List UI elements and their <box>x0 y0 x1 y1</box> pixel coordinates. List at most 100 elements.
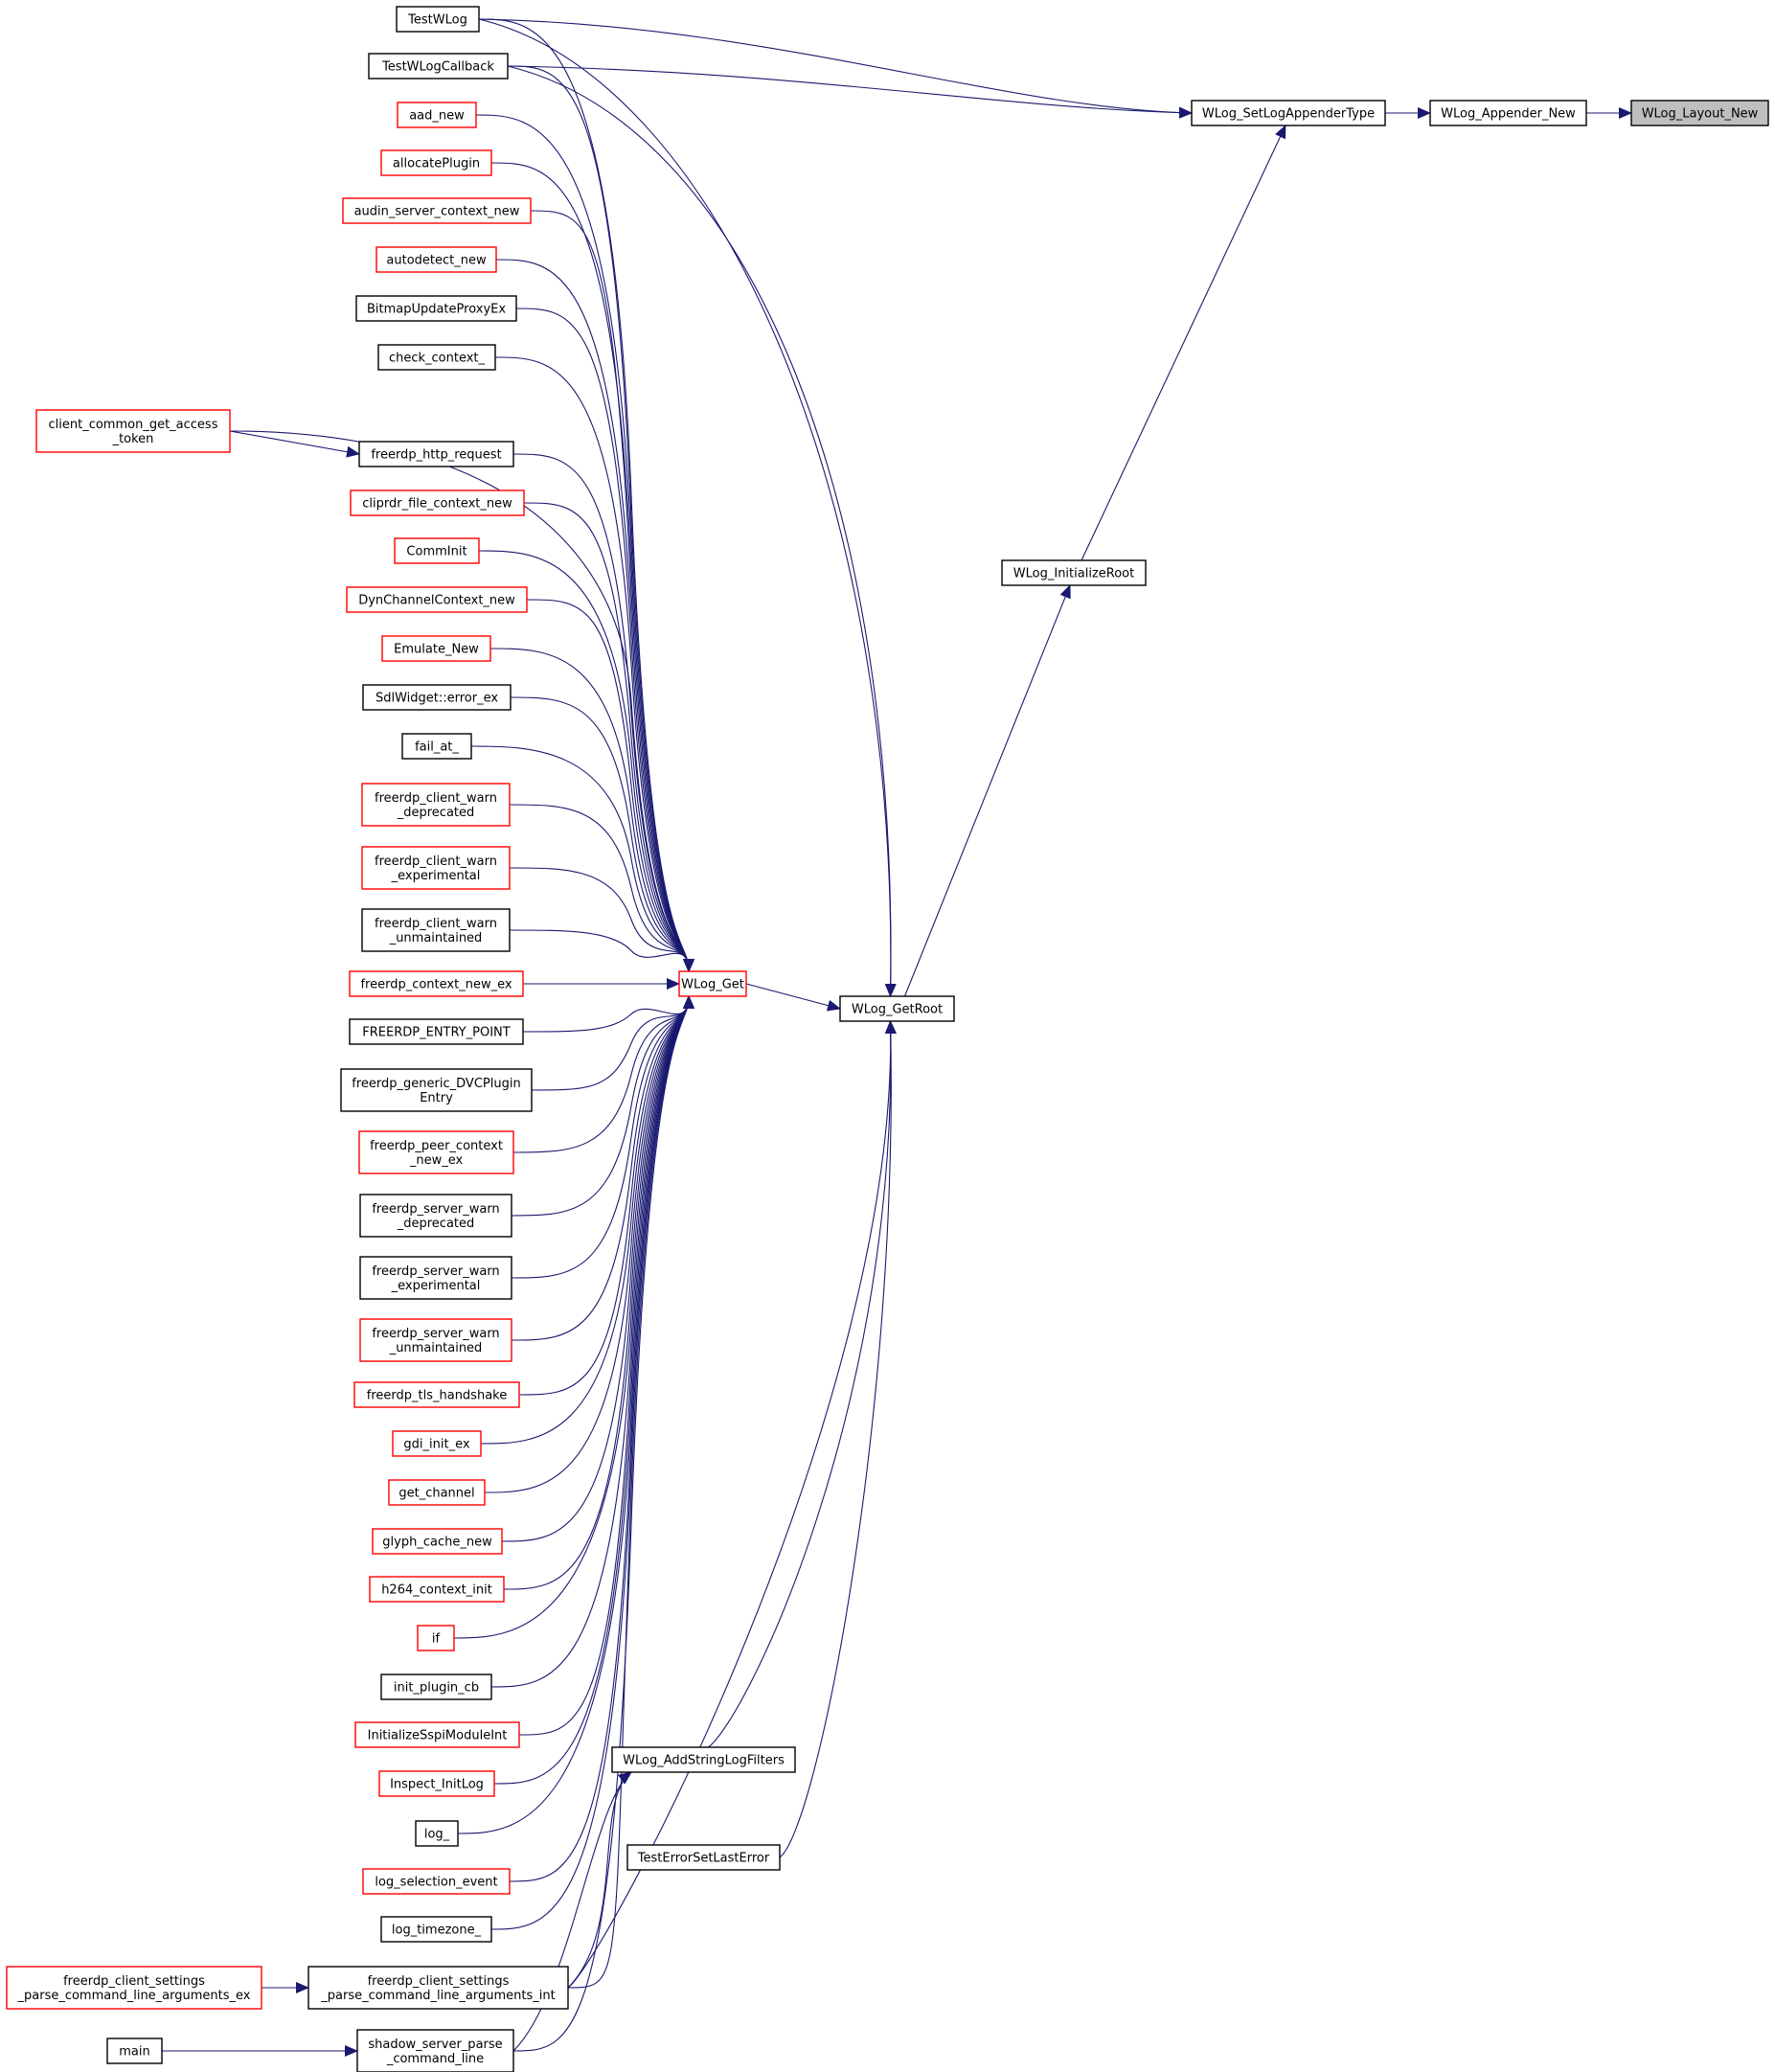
node-box <box>392 1430 482 1457</box>
node-freerdp-entry-point[interactable]: FREERDP_ENTRY_POINT <box>349 1018 524 1045</box>
node-autodetect-new[interactable]: autodetect_new <box>375 246 497 273</box>
node-bitmapupdateproxyex[interactable]: BitmapUpdateProxyEx <box>355 295 517 322</box>
node-box <box>396 6 480 33</box>
node-audin-server-context-new[interactable]: audin_server_context_new <box>342 197 532 224</box>
node-label: freerdp_server_warn <box>372 1264 499 1279</box>
node-freerdp-server-warn-deprecated[interactable]: freerdp_server_warn_deprecated <box>359 1194 512 1238</box>
node-label: freerdp_client_warn <box>375 854 497 869</box>
node-wlog-getroot[interactable]: WLog_GetRoot <box>839 995 955 1022</box>
node-label: allocatePlugin <box>393 157 480 171</box>
node-fcs-parse-ex[interactable]: freerdp_client_settings_parse_command_li… <box>6 1966 262 2010</box>
node-shadow-server-parse-command-line[interactable]: shadow_server_parse_command_line <box>356 2029 514 2072</box>
node-cliprdr-file-context-new[interactable]: cliprdr_file_context_new <box>350 490 525 516</box>
node-initializesspimoduleint[interactable]: InitializeSspiModuleInt <box>354 1721 520 1748</box>
node-label: CommInit <box>406 545 467 559</box>
edge-testwlog-to-wlog-getroot <box>478 18 897 997</box>
node-box <box>1191 100 1386 126</box>
node-label: TestWLogCallback <box>381 60 494 75</box>
node-label: aad_new <box>409 109 465 124</box>
edge-freerdp-client-warn-deprecated-to-wlog-get <box>509 804 694 972</box>
node-comminit[interactable]: CommInit <box>394 537 480 564</box>
node-label: freerdp_tls_handshake <box>367 1389 507 1403</box>
node-wlog-layout-new[interactable]: WLog_Layout_New <box>1630 100 1769 126</box>
edge-client-common-get-access-token-to-freerdp-http-request <box>229 430 360 458</box>
node-glyph-cache-new[interactable]: glyph_cache_new <box>372 1528 503 1555</box>
node-freerdp-server-warn-experimental[interactable]: freerdp_server_warn_experimental <box>359 1256 512 1300</box>
node-testerrorsetlasterror[interactable]: TestErrorSetLastError <box>626 1844 781 1871</box>
node-inspect-initlog[interactable]: Inspect_InitLog <box>378 1770 495 1797</box>
node-label: autodetect_new <box>386 254 487 268</box>
node-label: freerdp_client_warn <box>375 791 497 806</box>
node-freerdp-server-warn-unmaintained[interactable]: freerdp_server_warn_unmaintained <box>359 1318 512 1362</box>
node-label: WLog_Appender_New <box>1441 107 1576 122</box>
node-label: WLog_Layout_New <box>1642 107 1759 122</box>
edge-freerdp-client-warn-unmaintained-to-wlog-get <box>509 929 694 972</box>
node-aad-new[interactable]: aad_new <box>397 102 477 128</box>
node-box <box>361 908 511 952</box>
node-label: SdlWidget::error_ex <box>375 692 498 706</box>
node-gdi-init-ex[interactable]: gdi_init_ex <box>392 1430 482 1457</box>
node-box <box>362 1868 511 1895</box>
node-log-selection-event[interactable]: log_selection_event <box>362 1868 511 1895</box>
edge-freerdp-server-warn-experimental-to-wlog-get <box>511 995 694 1279</box>
node-box <box>369 1576 505 1603</box>
node-h264-context-init[interactable]: h264_context_init <box>369 1576 505 1603</box>
node-fail-at-[interactable]: fail_at_ <box>401 733 472 760</box>
node-wlog-get[interactable]: WLog_Get <box>678 970 747 997</box>
node-label: Inspect_InitLog <box>390 1778 484 1792</box>
node-box <box>307 1966 569 2010</box>
node-freerdp-http-request[interactable]: freerdp_http_request <box>358 441 514 467</box>
node-testwlog[interactable]: TestWLog <box>396 6 480 33</box>
edge-audin-server-context-new-to-wlog-get <box>530 210 694 972</box>
node-label: WLog_InitializeRoot <box>1013 567 1134 581</box>
node-box <box>417 1625 455 1651</box>
edge-testwlogcallback-to-wlog-getroot <box>507 65 897 997</box>
node-init-plugin-cb[interactable]: init_plugin_cb <box>380 1674 492 1700</box>
edge-wlog-get-to-wlog-getroot <box>745 983 841 1012</box>
node-box <box>349 1018 524 1045</box>
node-check-context-[interactable]: check_context_ <box>377 344 496 371</box>
node-box <box>678 970 747 997</box>
node-allocateplugin[interactable]: allocatePlugin <box>380 149 492 176</box>
node-client-common-get-access-token[interactable]: client_common_get_access_token <box>35 409 231 453</box>
node-get-channel[interactable]: get_channel <box>388 1479 486 1506</box>
edges <box>162 18 1632 2057</box>
node-fcs-parse-int[interactable]: freerdp_client_settings_parse_command_li… <box>307 1966 569 2010</box>
node-freerdp-client-warn-unmaintained[interactable]: freerdp_client_warn_unmaintained <box>361 908 511 952</box>
node-label: client_common_get_access <box>49 418 218 432</box>
node-log-timezone-[interactable]: log_timezone_ <box>380 1916 492 1943</box>
node-label: freerdp_context_new_ex <box>360 978 512 992</box>
node-wlog-addstringlogfilters[interactable]: WLog_AddStringLogFilters <box>611 1746 796 1773</box>
node-label: InitializeSspiModuleInt <box>368 1729 508 1743</box>
node-label: glyph_cache_new <box>382 1536 492 1550</box>
node-main[interactable]: main <box>106 2038 163 2064</box>
node-box <box>375 246 497 273</box>
node-label: DynChannelContext_new <box>358 594 515 608</box>
node-box <box>358 441 514 467</box>
node-if[interactable]: if <box>417 1625 455 1651</box>
node-label: freerdp_client_settings <box>63 1974 205 1989</box>
node-sdlwidget-error-ex[interactable]: SdlWidget::error_ex <box>362 684 512 711</box>
node-label: audin_server_context_new <box>354 205 520 219</box>
node-box <box>1630 100 1769 126</box>
node-freerdp-client-warn-experimental[interactable]: freerdp_client_warn_experimental <box>361 846 511 890</box>
node-dynchannelcontext-new[interactable]: DynChannelContext_new <box>346 586 528 613</box>
node-wlog-setlogappendertype[interactable]: WLog_SetLogAppenderType <box>1191 100 1386 126</box>
node-label: main <box>119 2045 149 2060</box>
node-log-[interactable]: log_ <box>415 1820 459 1847</box>
node-label: init_plugin_cb <box>394 1681 479 1696</box>
node-freerdp-context-new-ex[interactable]: freerdp_context_new_ex <box>349 970 524 997</box>
node-emulate-new[interactable]: Emulate_New <box>381 635 491 662</box>
node-wlog-appender-new[interactable]: WLog_Appender_New <box>1429 100 1587 126</box>
node-box <box>368 53 509 80</box>
node-label: TestWLog <box>407 13 467 28</box>
node-freerdp-client-warn-deprecated[interactable]: freerdp_client_warn_deprecated <box>361 783 511 827</box>
node-freerdp-peer-context-new-ex[interactable]: freerdp_peer_context_new_ex <box>358 1130 514 1174</box>
node-wlog-initializeroot[interactable]: WLog_InitializeRoot <box>1001 559 1147 586</box>
node-box <box>106 2038 163 2064</box>
node-label: gdi_init_ex <box>403 1438 469 1452</box>
edge-check-context--to-wlog-get <box>494 356 694 972</box>
node-freerdp-tls-handshake[interactable]: freerdp_tls_handshake <box>353 1381 520 1408</box>
node-testwlogcallback[interactable]: TestWLogCallback <box>368 53 509 80</box>
